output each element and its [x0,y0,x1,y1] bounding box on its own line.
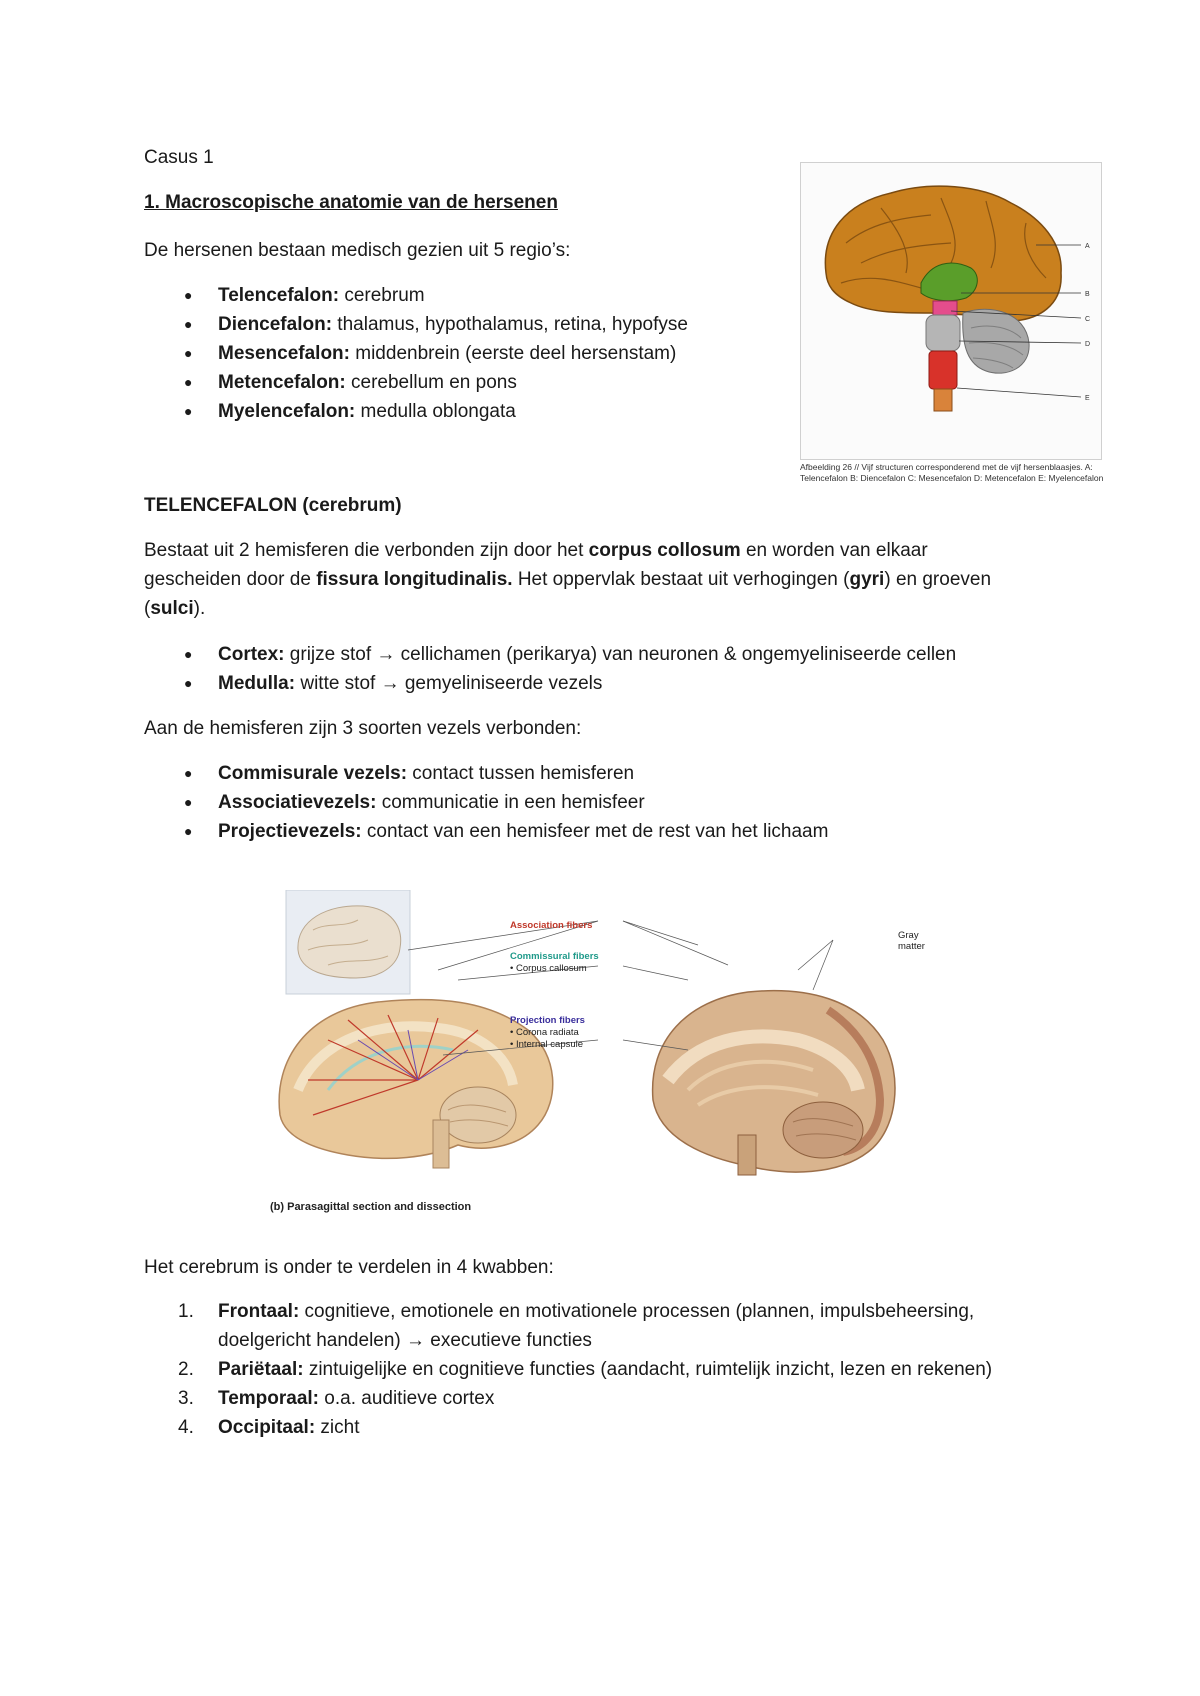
brain-regions-figure: A B C D E [800,162,1102,460]
projection-fibers-label: Projection fibers [510,1015,585,1026]
desc: middenbrein (eerste deel hersenstam) [349,343,677,364]
fibers-intro: Aan de hemisferen zijn 3 soorten vezels … [144,718,582,739]
label-e: E [1085,395,1090,402]
layers-list: ●Cortex: grijze stof → cellichamen (peri… [0,640,956,698]
bullet-icon: ● [184,374,193,390]
list-item: ●Associatievezels: communicatie in een h… [0,788,828,817]
list-item: ● Myelencefalon: medulla oblongata [0,397,688,426]
bullet-icon: ● [184,823,193,839]
bullet-icon: ● [184,403,193,419]
term: Myelencefalon: [218,401,356,422]
label-c: C [1085,316,1090,323]
intro-text: De hersenen bestaan medisch gezien uit 5… [144,240,571,261]
list-item-continuation: doelgericht handelen) → executieve funct… [218,1330,592,1351]
lobes-list: 1.Frontaal: cognitieve, emotionele en mo… [0,1297,992,1442]
gray-matter-label-line2: matter [898,941,925,952]
corona-radiata-label: • Corona radiata [510,1027,579,1038]
brain-fibers-figure: Association fibers Commissural fibers • … [268,889,944,1220]
list-item: ●Projectievezels: contact van een hemisf… [0,817,828,846]
list-item: 2.Pariëtaal: zintuigelijke en cognitieve… [178,1359,993,1380]
label-d: D [1085,341,1090,348]
figure1-caption: Afbeelding 26 // Vijf structuren corresp… [800,462,1104,483]
bullet-icon: ● [184,794,193,810]
fibers-list: ●Commisurale vezels: contact tussen hemi… [0,759,828,846]
bullet-icon: ● [184,765,193,781]
list-item: 1.Frontaal: cognitieve, emotionele en mo… [178,1301,975,1322]
lobes-intro: Het cerebrum is onder te verdelen in 4 k… [144,1257,554,1278]
list-item: ● Mesencefalon: middenbrein (eerste deel … [0,339,688,368]
association-fibers-label: Association fibers [510,920,593,931]
term: Mesencefalon: [218,343,350,364]
commissural-fibers-label: Commissural fibers [510,951,599,962]
term: Metencefalon: [218,372,346,393]
corpus-callosum-label: • Corpus callosum [510,963,587,974]
list-item: ● Metencefalon: cerebellum en pons [0,368,688,397]
desc: cerebellum en pons [345,372,517,393]
section-heading-telencefalon: TELENCEFALON (cerebrum) [144,495,402,516]
list-item: ●Medulla: witte stof → gemyeliniseerde v… [0,669,956,698]
desc: medulla oblongata [355,401,516,422]
gray-matter-label-line1: Gray [898,930,919,941]
desc: cerebrum [339,285,425,306]
regions-list: ● Telencefalon: cerebrum ● Diencefalon: th… [0,281,688,426]
term: Telencefalon: [218,285,340,306]
list-item: ● Telencefalon: cerebrum [0,281,688,310]
bullet-icon: ● [184,345,193,361]
list-item: ● Diencefalon: thalamus, hypothalamus, re… [0,310,688,339]
list-item: 4.Occipitaal: zicht [178,1417,360,1438]
section-heading-macroscopic: 1. Macroscopische anatomie van de hersen… [144,192,558,213]
bullet-icon: ● [184,287,193,303]
list-item: ●Cortex: grijze stof → cellichamen (peri… [0,640,956,669]
paragraph-hemispheres: Bestaat uit 2 hemisferen die verbonden z… [144,540,992,619]
label-b: B [1085,291,1090,298]
desc: thalamus, hypothalamus, retina, hypofyse [332,314,688,335]
list-item: 3.Temporaal: o.a. auditieve cortex [178,1388,495,1409]
brain-regions-illustration: A B C D E [824,185,1090,412]
page-title: Casus 1 [144,147,214,168]
bullet-icon: ● [184,646,193,662]
bullet-icon: ● [184,675,193,691]
list-item: ●Commisurale vezels: contact tussen hemi… [0,759,828,788]
figure2-caption: (b) Parasagittal section and dissection [270,1201,472,1213]
label-a: A [1085,243,1090,250]
term: Diencefalon: [218,314,333,335]
bullet-icon: ● [184,316,193,332]
internal-capsule-label: • Internal capsule [510,1039,584,1050]
brain-fibers-illustration [278,889,896,1176]
